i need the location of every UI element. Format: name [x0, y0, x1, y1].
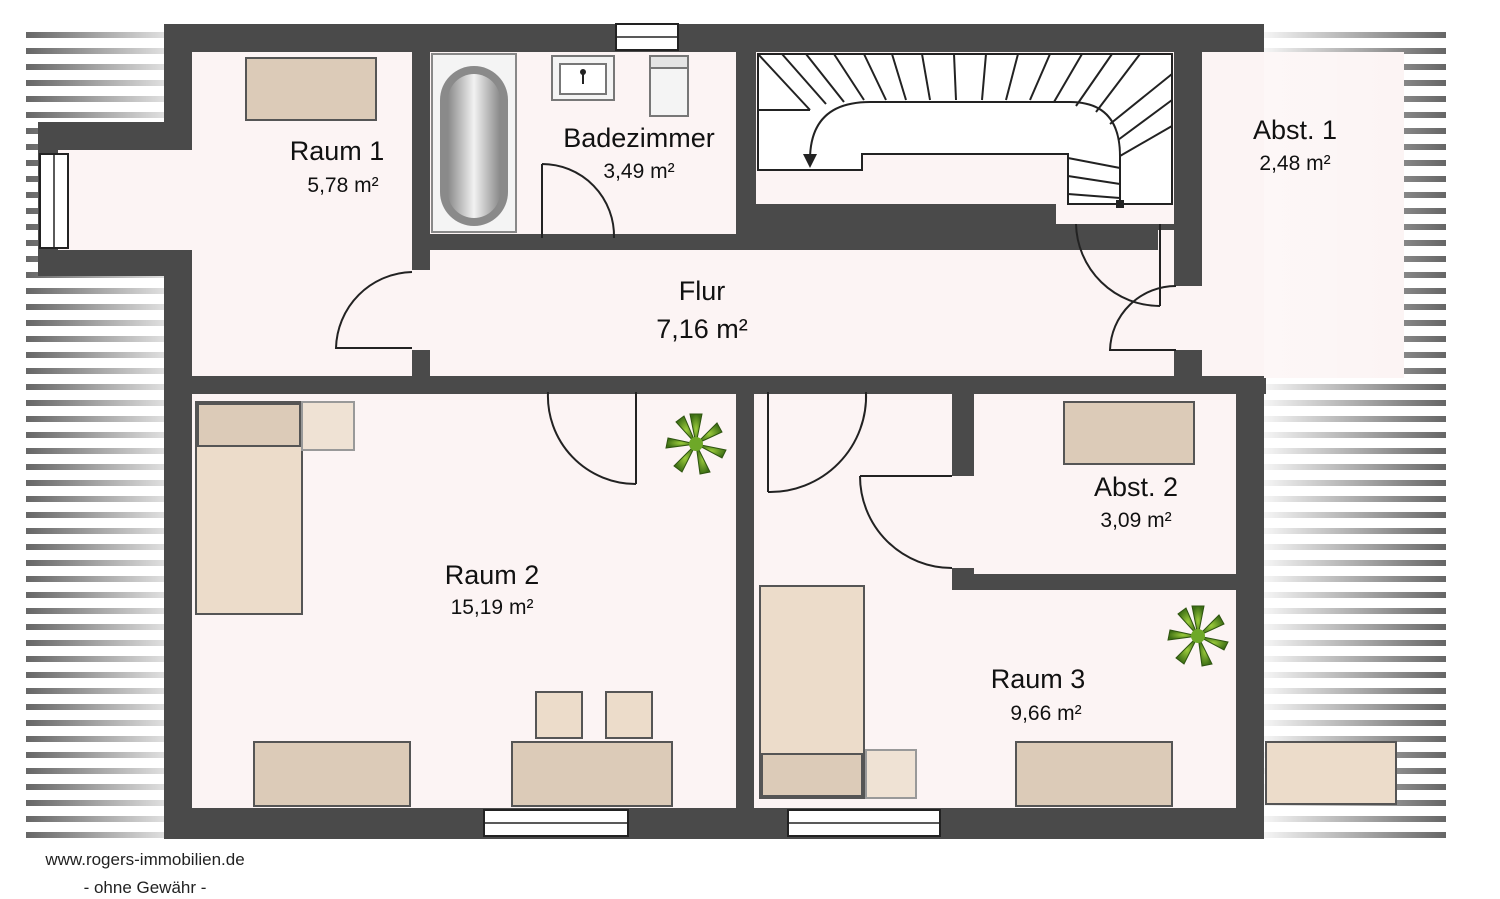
room-area-abst2: 3,09 m²	[1100, 509, 1171, 532]
bathroom-fixtures	[431, 53, 689, 233]
room-labels: Raum 1 5,78 m² Badezimmer 3,49 m² Abst. …	[290, 115, 1337, 725]
furniture	[195, 57, 1397, 807]
windows	[39, 23, 941, 837]
room-area-raum2: 15,19 m²	[451, 596, 534, 619]
room-name-raum1: Raum 1	[290, 136, 385, 166]
room-name-raum3: Raum 3	[991, 664, 1086, 694]
staircase	[757, 53, 1173, 208]
room-name-abst2: Abst. 2	[1094, 472, 1178, 502]
room-name-flur: Flur	[679, 276, 726, 306]
plant-icon	[1167, 605, 1229, 667]
doors	[334, 163, 1177, 569]
plant-icon	[665, 413, 727, 475]
footer-website: www.rogers-immobilien.de	[45, 850, 245, 869]
room-name-abst1: Abst. 1	[1253, 115, 1337, 145]
interior-walls	[192, 52, 1266, 812]
room-area-raum3: 9,66 m²	[1010, 702, 1081, 725]
room-area-raum1: 5,78 m²	[307, 174, 378, 197]
room-area-badezimmer: 3,49 m²	[603, 160, 674, 183]
footer-disclaimer: - ohne Gewähr -	[83, 878, 207, 897]
room-name-badezimmer: Badezimmer	[563, 123, 715, 153]
room-area-flur: 7,16 m²	[656, 314, 748, 344]
room-area-abst1: 2,48 m²	[1259, 152, 1330, 175]
room-name-raum2: Raum 2	[445, 560, 540, 590]
